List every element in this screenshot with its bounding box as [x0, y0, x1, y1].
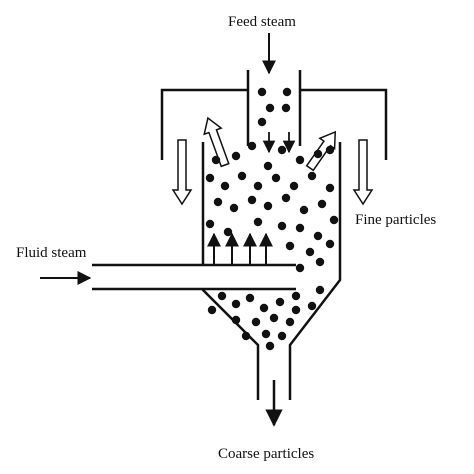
particle-dot — [282, 87, 292, 97]
particles — [205, 87, 339, 351]
particle-dot — [325, 239, 335, 249]
particle-dot — [271, 173, 281, 183]
particle-dot — [263, 201, 273, 211]
classifier-chamber — [201, 142, 342, 400]
particle-dot — [277, 145, 287, 155]
particle-dot — [317, 199, 327, 209]
fluid-inlet-pipe — [92, 263, 296, 291]
particle-dot — [263, 161, 273, 171]
particle-dot — [269, 313, 279, 323]
particle-dot — [237, 171, 247, 181]
particle-dot — [305, 247, 315, 257]
particle-dot — [313, 231, 323, 241]
particle-dot — [257, 117, 267, 127]
particle-dot — [299, 205, 309, 215]
jet-arrows — [207, 232, 273, 264]
particle-dot — [325, 183, 335, 193]
hollow-arrow-right-down — [352, 139, 374, 206]
particle-dot — [265, 103, 275, 113]
particle-dot — [261, 329, 271, 339]
particle-dot — [277, 331, 287, 341]
particle-dot — [315, 285, 325, 295]
particle-dot — [231, 299, 241, 309]
hollow-arrow-up-right — [305, 130, 337, 172]
hollow-arrow-up-left — [203, 116, 230, 168]
feed-inlet-pipe — [246, 70, 302, 146]
particle-dot — [265, 341, 275, 351]
hood — [160, 88, 388, 160]
particle-dot — [281, 103, 291, 113]
particle-dot — [325, 145, 335, 155]
particle-dot — [285, 317, 295, 327]
particle-dot — [289, 181, 299, 191]
particle-dot — [295, 155, 305, 165]
particle-dot — [231, 151, 241, 161]
particle-dot — [205, 173, 215, 183]
particle-dot — [247, 195, 257, 205]
fluid-steam-label: Fluid steam — [16, 245, 87, 261]
particle-dot — [315, 257, 325, 267]
particle-dot — [291, 291, 301, 301]
particle-dot — [285, 241, 295, 251]
particle-dot — [229, 203, 239, 213]
particle-dot — [281, 193, 291, 203]
particle-dot — [207, 305, 217, 315]
particle-dot — [245, 293, 255, 303]
particle-dot — [277, 221, 287, 231]
particle-dot — [307, 301, 317, 311]
particle-dot — [313, 149, 323, 159]
particle-dot — [211, 155, 221, 165]
particle-dot — [307, 171, 317, 181]
particle-dot — [253, 217, 263, 227]
particle-dot — [295, 263, 305, 273]
hollow-arrow-left-down — [171, 139, 193, 206]
particle-dot — [247, 141, 257, 151]
particle-dot — [241, 331, 251, 341]
particle-dot — [295, 223, 305, 233]
feed-down-arrows — [262, 132, 296, 154]
coarse-particles-label: Coarse particles — [218, 446, 314, 462]
particle-dot — [253, 181, 263, 191]
particle-dot — [217, 291, 227, 301]
particle-dot — [223, 227, 233, 237]
particle-dot — [275, 297, 285, 307]
feed-steam-label: Feed steam — [228, 14, 296, 30]
particle-dot — [220, 181, 230, 191]
particle-dot — [231, 315, 241, 325]
particle-dot — [291, 305, 301, 315]
particle-dot — [213, 197, 223, 207]
particle-dot — [257, 87, 267, 97]
fine-particles-label: Fine particles — [355, 212, 436, 228]
particle-dot — [329, 215, 339, 225]
particle-dot — [251, 317, 261, 327]
particle-dot — [205, 219, 215, 229]
particle-dot — [259, 303, 269, 313]
